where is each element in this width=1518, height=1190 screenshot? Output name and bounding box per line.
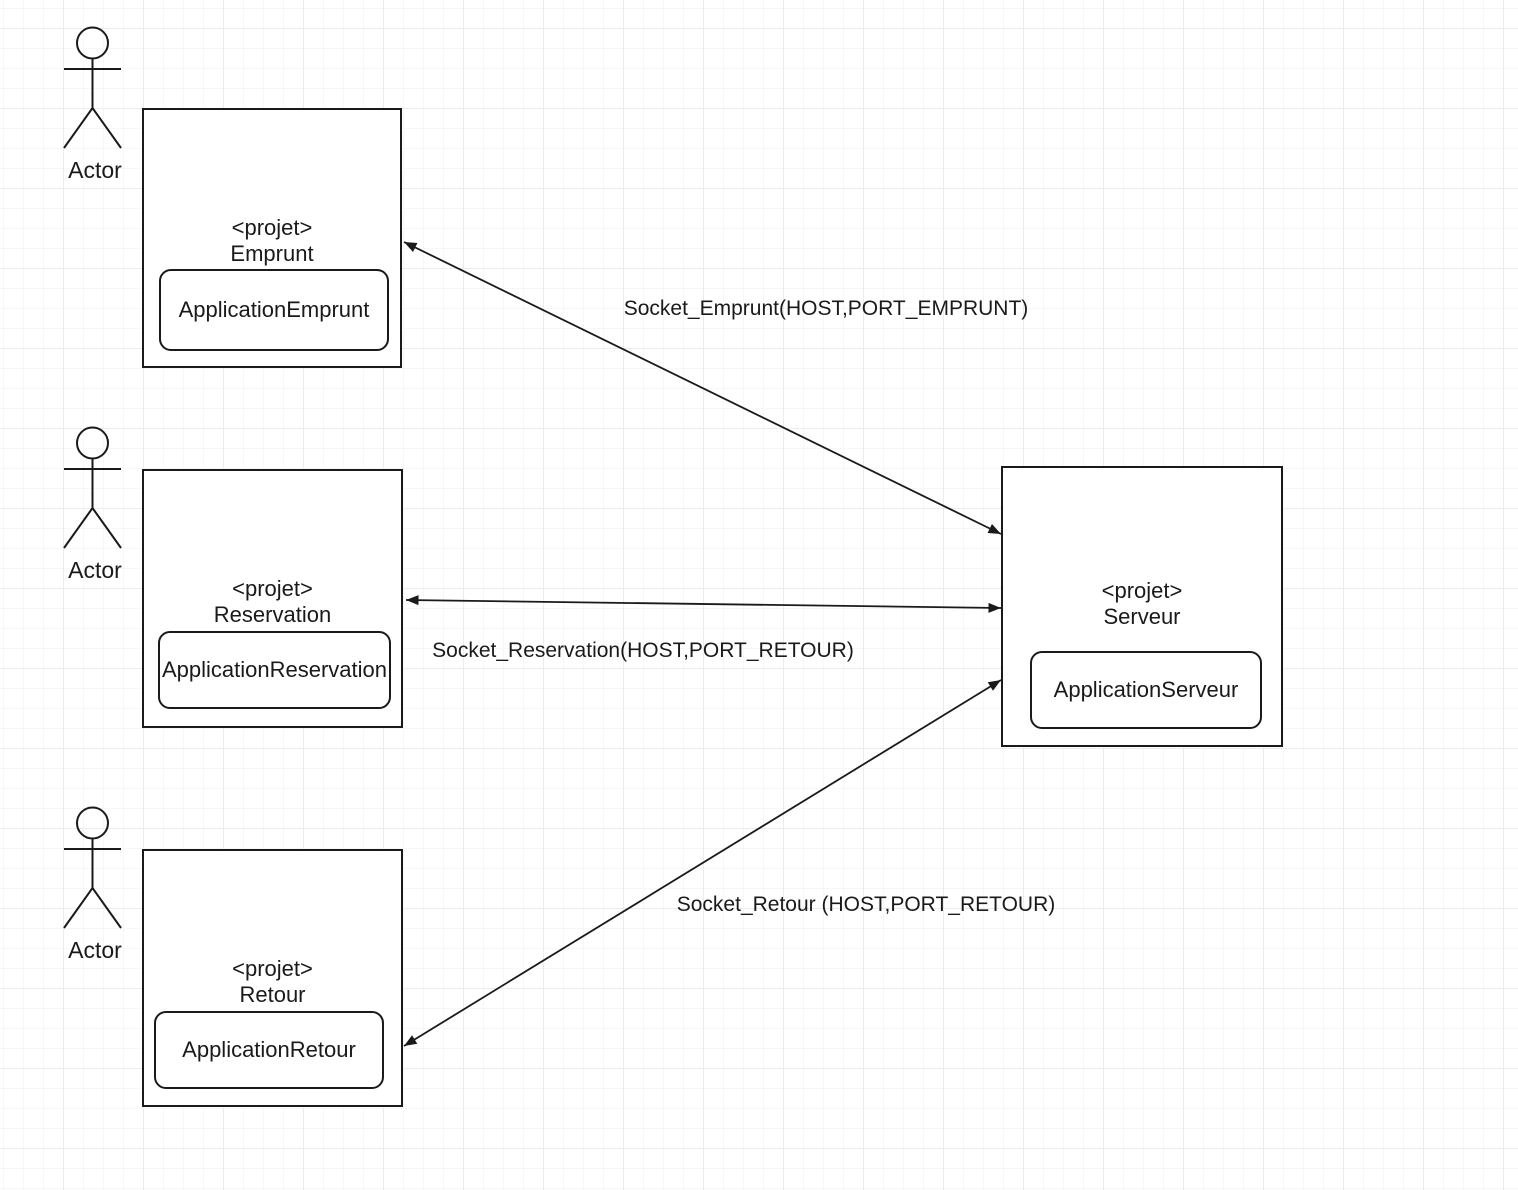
node-application-serveur[interactable]: ApplicationServeur xyxy=(1030,651,1262,729)
node-application-retour-label: ApplicationRetour xyxy=(182,1037,356,1062)
node-emprunt-stereotype: <projet> xyxy=(231,215,313,240)
node-emprunt[interactable]: <projet> Emprunt ApplicationEmprunt xyxy=(142,108,402,368)
node-serveur-stereotype: <projet> xyxy=(1101,578,1183,603)
edge-label-socket-emprunt: Socket_Emprunt(HOST,PORT_EMPRUNT) xyxy=(623,297,1029,320)
edge-socket-emprunt[interactable] xyxy=(403,241,1002,535)
node-serveur-name: Serveur xyxy=(1103,604,1181,629)
node-serveur-title: <projet> Serveur xyxy=(1003,578,1281,630)
node-retour-title: <projet> Retour xyxy=(144,956,401,1008)
actor-label: Actor xyxy=(68,157,122,183)
node-application-serveur-label: ApplicationServeur xyxy=(1053,677,1239,702)
node-application-emprunt-label: ApplicationEmprunt xyxy=(178,297,370,322)
node-emprunt-name: Emprunt xyxy=(230,241,314,266)
node-reservation[interactable]: <projet> Reservation ApplicationReservat… xyxy=(142,469,403,728)
node-application-reservation[interactable]: ApplicationReservation xyxy=(158,631,391,709)
node-reservation-stereotype: <projet> xyxy=(232,576,313,601)
node-emprunt-title: <projet> Emprunt xyxy=(144,215,400,267)
node-reservation-name: Reservation xyxy=(213,602,332,627)
edge-socket-retour[interactable] xyxy=(403,679,1002,1047)
actor-label: Actor xyxy=(68,557,122,583)
edge-label-socket-retour: Socket_Retour (HOST,PORT_RETOUR) xyxy=(676,893,1056,916)
actor-figure-icon[interactable] xyxy=(63,426,122,549)
node-application-emprunt[interactable]: ApplicationEmprunt xyxy=(159,269,389,351)
node-retour[interactable]: <projet> Retour ApplicationRetour xyxy=(142,849,403,1107)
node-application-reservation-label: ApplicationReservation xyxy=(161,657,388,682)
node-application-retour[interactable]: ApplicationRetour xyxy=(154,1011,384,1089)
actor-label: Actor xyxy=(68,937,122,963)
node-retour-stereotype: <projet> xyxy=(232,956,313,981)
edge-label-socket-reservation: Socket_Reservation(HOST,PORT_RETOUR) xyxy=(432,639,854,662)
edge-socket-reservation[interactable] xyxy=(405,595,1002,613)
node-serveur[interactable]: <projet> Serveur ApplicationServeur xyxy=(1001,466,1283,747)
node-retour-name: Retour xyxy=(239,982,306,1007)
actor-figure-icon[interactable] xyxy=(63,806,122,929)
actor-figure-icon[interactable] xyxy=(63,26,122,149)
node-reservation-title: <projet> Reservation xyxy=(144,576,401,628)
